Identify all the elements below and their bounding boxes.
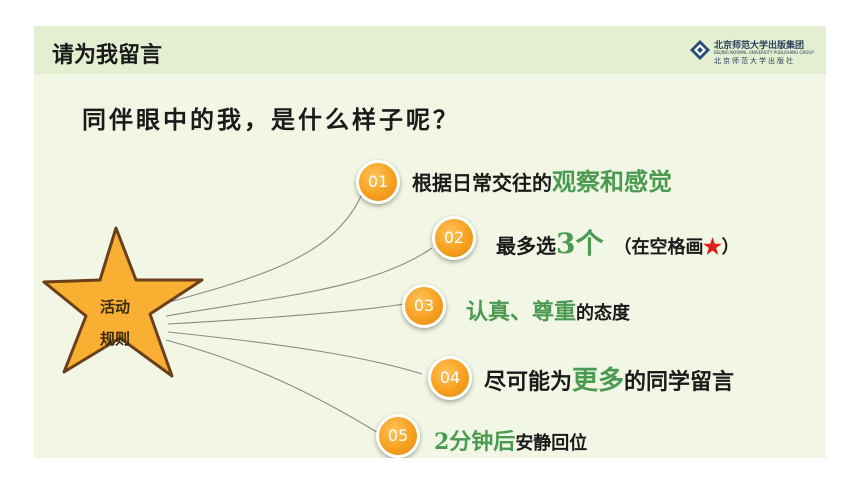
slide: 请为我留言 北京师范大学出版集团 BEIJING NORMAL UNIVERSI… — [34, 26, 826, 458]
logo-name-cn: 北京师范大学出版集团 — [714, 41, 805, 51]
rule-number-badge: 05 — [376, 414, 420, 458]
rule-item-4: 尽可能为更多的同学留言 — [484, 360, 734, 397]
star-label-line2: 规则 — [100, 330, 131, 348]
rule-highlight: 认真、尊重 — [466, 299, 577, 325]
rule-item-2: 最多选3个 （在空格画★） — [496, 222, 739, 262]
activity-rules-star: 活动 规则 — [38, 222, 210, 386]
rule-number-badge: 01 — [356, 160, 400, 204]
star-icon — [42, 226, 204, 378]
connector-line-2 — [165, 247, 433, 317]
rule-number-badge: 02 — [432, 216, 476, 260]
connector-line-5 — [165, 339, 381, 435]
connector-line-1 — [161, 193, 363, 305]
rule-highlight: 更多 — [572, 366, 625, 396]
rule-item-5: 2分钟后安静回位 — [434, 424, 587, 456]
rule-note: （在空格画 — [613, 237, 704, 258]
rule-item-1: 根据日常交往的观察和感觉 — [412, 162, 672, 197]
connector-line-4 — [167, 331, 423, 375]
rule-highlight: 2分钟后 — [434, 429, 516, 455]
header-bar: 请为我留言 北京师范大学出版集团 BEIJING NORMAL UNIVERSI… — [34, 26, 826, 74]
connector-line-3 — [167, 303, 405, 325]
rule-note-end: ） — [721, 237, 740, 258]
rule-text: 最多选 — [496, 234, 556, 258]
rule-text-post: 的同学留言 — [624, 369, 735, 395]
rule-text: 根据日常交往的 — [412, 171, 552, 195]
connector-lines — [161, 193, 433, 435]
rule-highlight: 观察和感觉 — [552, 167, 672, 196]
rule-item-3: 认真、尊重的态度 — [466, 294, 630, 326]
red-star-icon: ★ — [703, 237, 722, 258]
logo-name-en: BEIJING NORMAL UNIVERSITY PUBLISHING GRO… — [714, 50, 814, 55]
rule-text-post: 的态度 — [576, 303, 631, 324]
rule-text: 尽可能为 — [484, 369, 573, 395]
logo-name-cn2: 北京师范大学出版社 — [714, 57, 795, 65]
publisher-logo: 北京师范大学出版集团 BEIJING NORMAL UNIVERSITY PUB… — [690, 36, 814, 66]
rule-number-badge: 04 — [428, 356, 472, 400]
rule-text-post: 安静回位 — [515, 433, 588, 454]
question-text: 同伴眼中的我，是什么样子呢？ — [82, 105, 460, 134]
rule-number-badge: 03 — [402, 284, 446, 328]
rule-highlight: 3个 — [556, 227, 604, 260]
logo-diamond-icon — [690, 40, 710, 60]
star-label-line1: 活动 — [100, 298, 131, 316]
page-title: 请为我留言 — [52, 43, 163, 68]
